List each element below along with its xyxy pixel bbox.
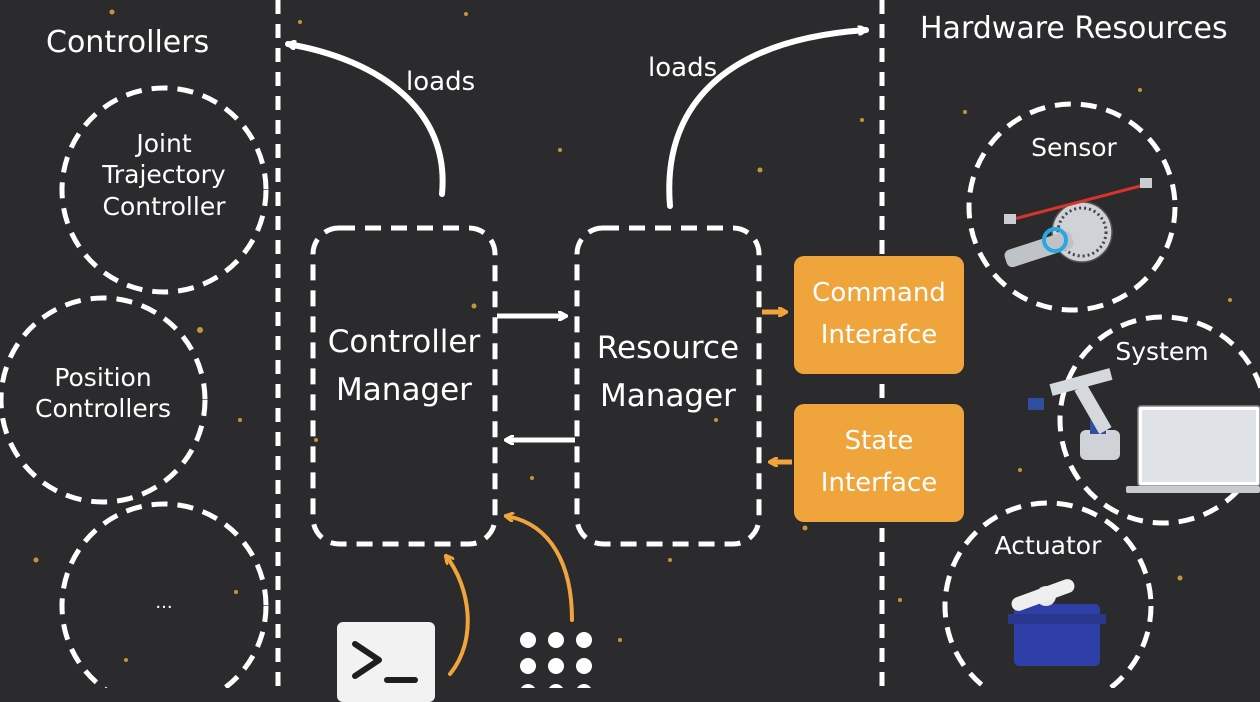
laptop-icon xyxy=(1126,405,1260,493)
arrow-grid-to-controller-manager xyxy=(506,516,574,622)
controller-circle-more xyxy=(59,501,269,688)
terminal-icon xyxy=(337,622,435,702)
background-speckles xyxy=(33,9,1232,662)
controller-manager-label: Controller Manager xyxy=(327,324,481,409)
loads-arrow-left xyxy=(285,44,446,197)
grid-dots-icon xyxy=(520,632,592,688)
hardware-resources-heading: Hardware Resources xyxy=(920,11,1228,46)
controller-circle-position xyxy=(0,295,208,505)
controller-label-more: ... xyxy=(155,592,173,613)
hardware-label-actuator: Actuator xyxy=(994,531,1102,560)
encoder-sensor-icon xyxy=(1004,178,1152,268)
loads-label-left: loads xyxy=(406,67,476,97)
hardware-circle-actuator xyxy=(942,500,1154,688)
resource-manager-box xyxy=(574,225,762,547)
controllers-heading: Controllers xyxy=(46,25,210,60)
controller-label-joint-trajectory: Joint Trajectory Controller xyxy=(102,129,226,221)
robot-arm-icon xyxy=(1028,368,1120,460)
command-interface-box: Command Interafce xyxy=(794,256,964,374)
state-interface-box: State Interface xyxy=(794,404,964,522)
loads-arrow-right xyxy=(666,30,869,209)
resource-manager-label: Resource Manager xyxy=(596,330,740,415)
hardware-label-system: System xyxy=(1115,337,1209,366)
hardware-label-sensor: Sensor xyxy=(1031,133,1117,162)
hardware-circle-sensor xyxy=(966,101,1178,313)
controller-manager-box xyxy=(310,225,498,547)
loads-label-right: loads xyxy=(648,53,718,83)
controller-label-position: Position Controllers xyxy=(35,363,171,424)
hardware-circle-system xyxy=(1057,314,1260,526)
servo-actuator-icon xyxy=(1008,579,1106,666)
controller-circle-joint-trajectory xyxy=(59,85,269,295)
arrow-terminal-to-controller-manager xyxy=(446,556,470,676)
